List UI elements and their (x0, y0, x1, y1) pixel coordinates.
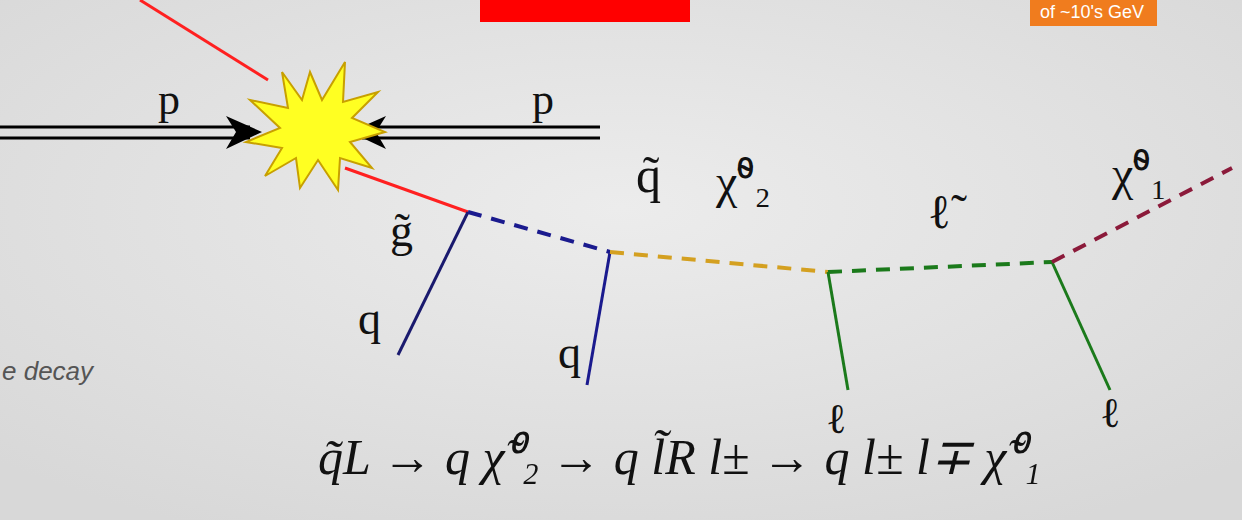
red-banner (480, 0, 690, 22)
decay-formula: q̃L → q χ̃⁰₂ → q l̃R l± → q l± l∓ χ̃⁰₁ (318, 432, 1041, 482)
squark-line (468, 212, 610, 252)
side-note: e decay (2, 358, 93, 384)
proton-label: p (532, 78, 554, 122)
quark-label: q (358, 296, 381, 342)
slepton-label: ℓ̃ (928, 188, 951, 236)
neutralino2-label: χ̃⁰₂ (716, 158, 771, 206)
quark-line (587, 252, 610, 385)
squark-label: q̃ (636, 150, 661, 200)
neutralino1-label: χ̃⁰₁ (1112, 150, 1167, 198)
parton-line (140, 0, 268, 80)
quark-label: q (558, 330, 581, 376)
note-box: of ~10's GeV (1030, 0, 1157, 26)
lepton-line (828, 272, 848, 390)
slepton-line (828, 262, 1052, 272)
note-text: of ~10's GeV (1040, 2, 1144, 22)
lepton-label: ℓ (1100, 392, 1120, 434)
collision-burst (246, 62, 385, 190)
gluino-label: g̃ (390, 208, 413, 254)
proton-label: p (158, 78, 180, 122)
lepton-line (1052, 262, 1110, 390)
neutralino2-line (610, 252, 828, 272)
gluino-line (345, 168, 468, 212)
